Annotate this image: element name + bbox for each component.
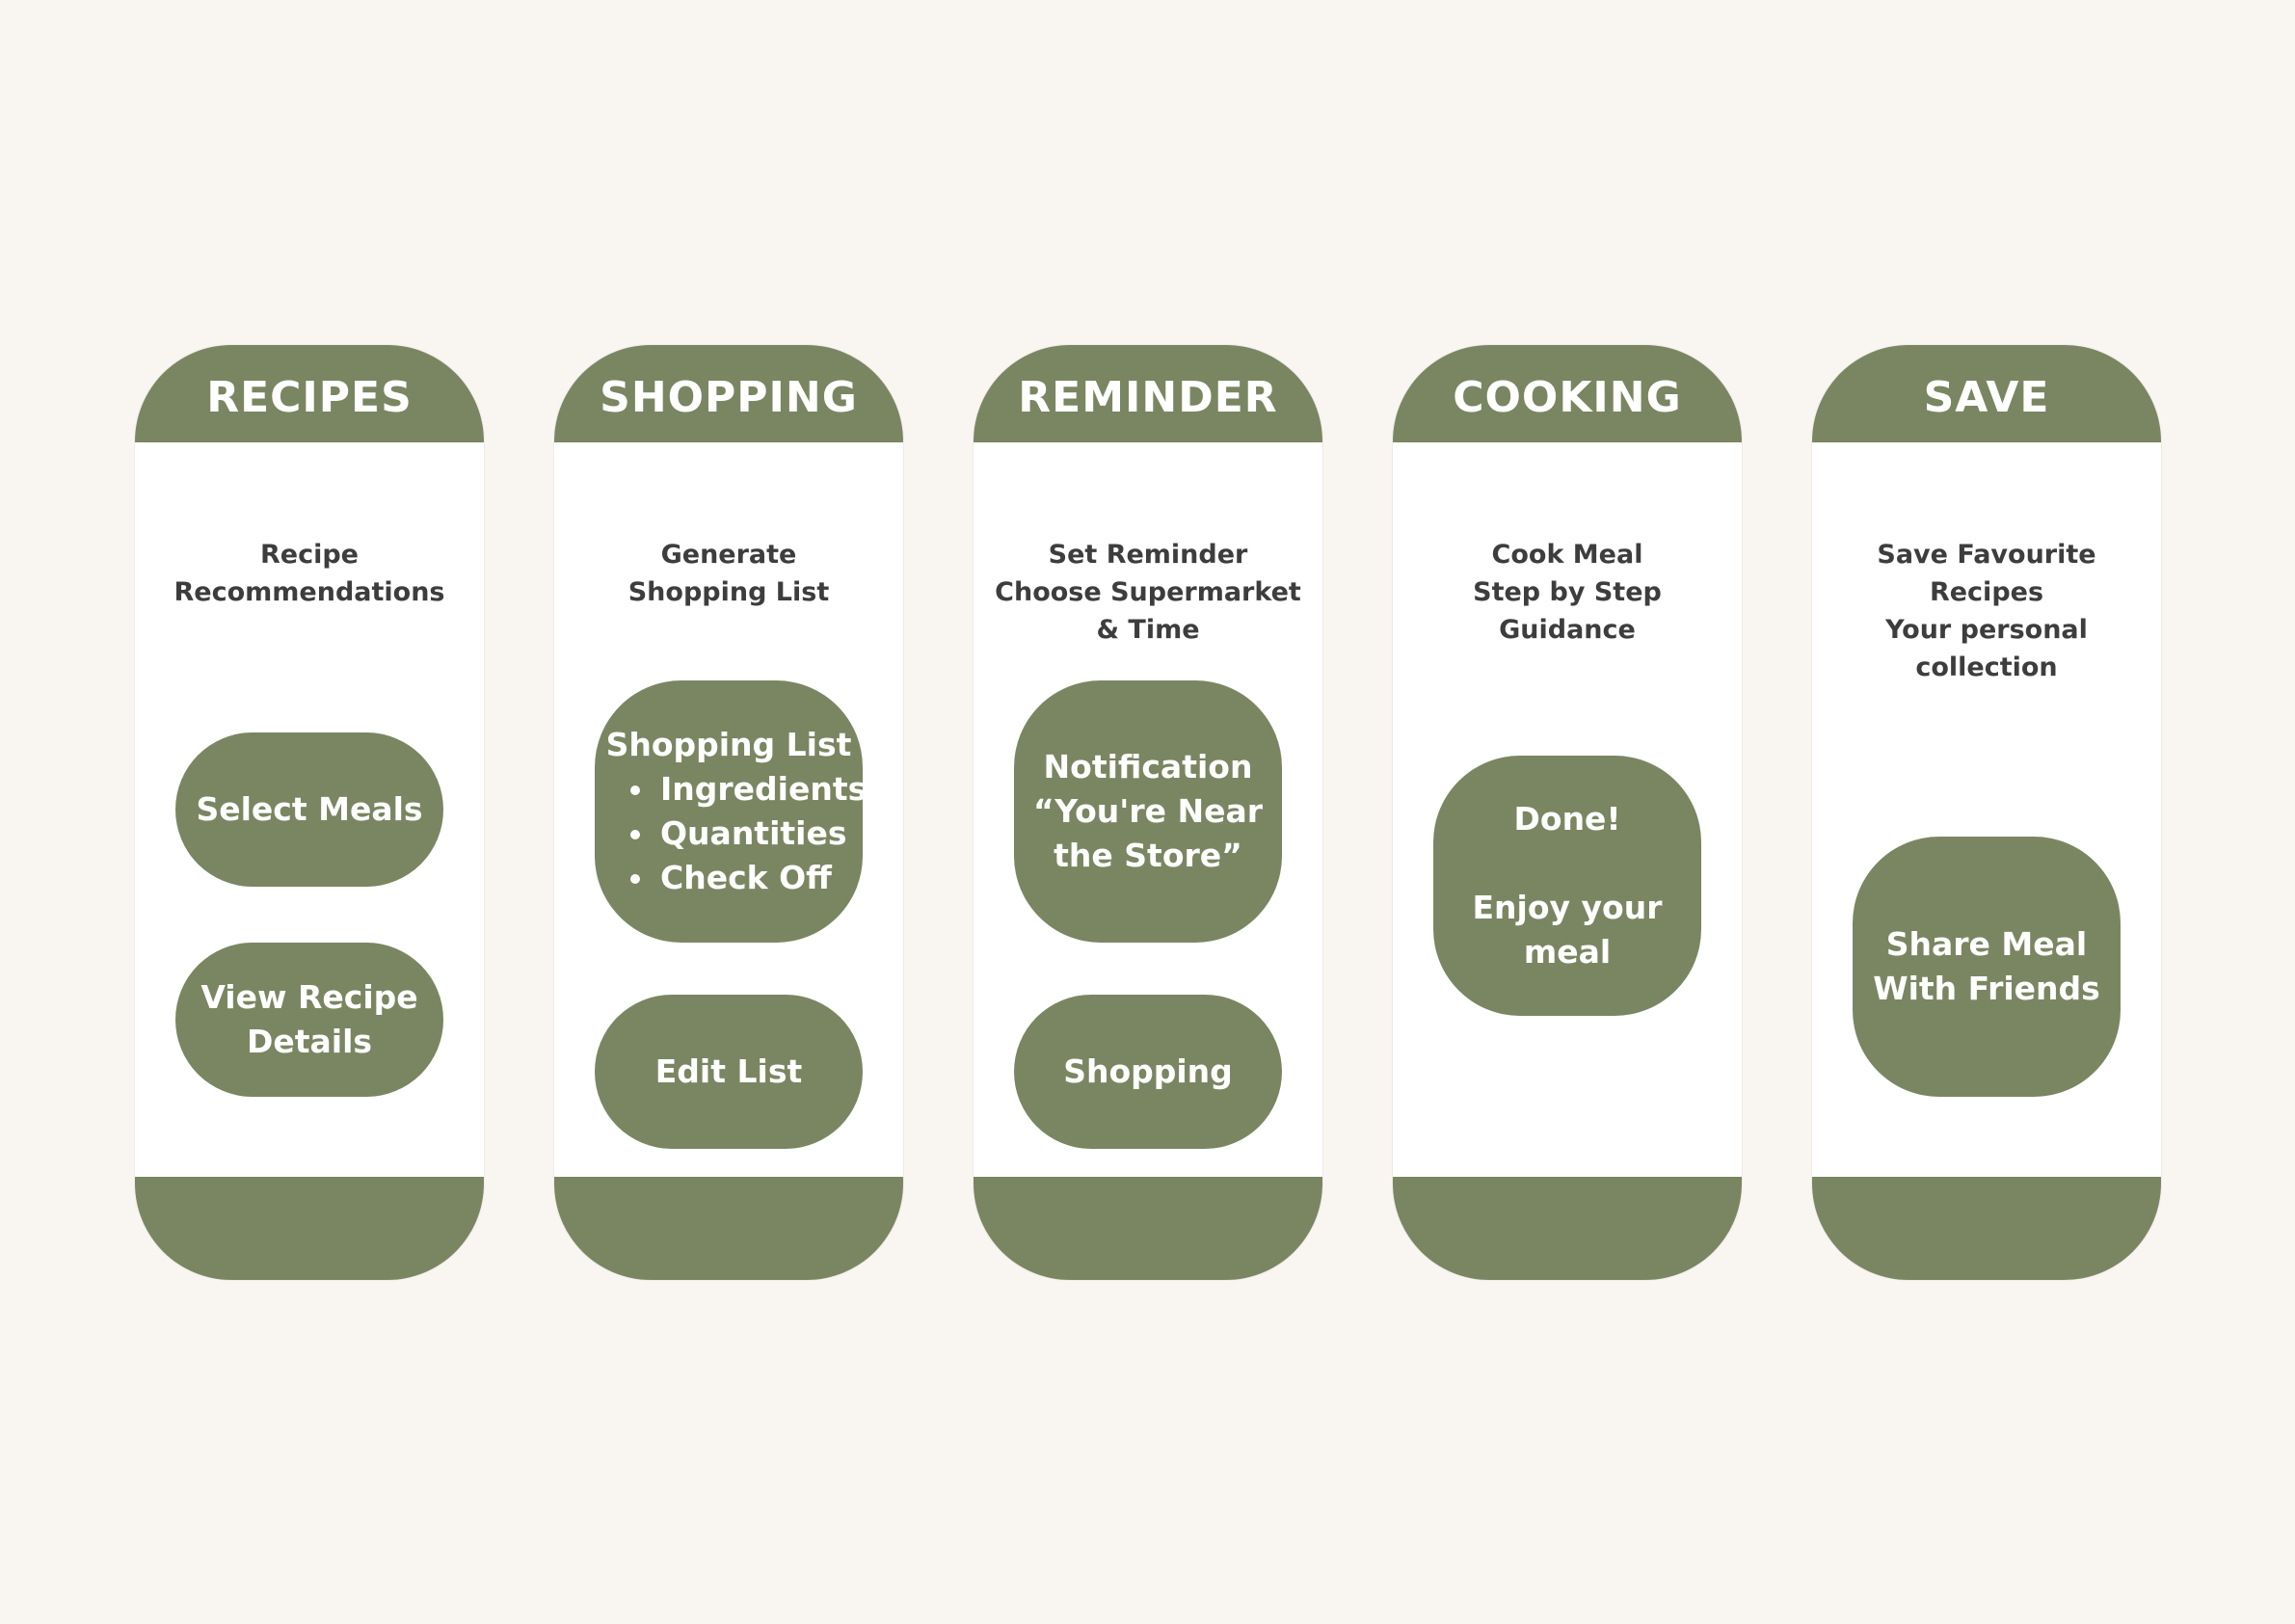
button-label: meal [1523, 933, 1612, 971]
card-footer [554, 1177, 903, 1280]
button-label: the Store” [1054, 837, 1242, 874]
button-label: Select Meals [196, 790, 423, 828]
card-title: SHOPPING [554, 345, 903, 442]
button-label: Notification [1043, 748, 1253, 785]
card-title: SAVE [1812, 345, 2161, 442]
shopping-button[interactable]: Shopping [1014, 995, 1282, 1149]
card-footer [135, 1177, 484, 1280]
card-description: Cook Meal Step by Step Guidance [1393, 536, 1742, 649]
notification-button[interactable]: Notification “You're Near the Store” [1014, 680, 1282, 943]
card-footer [974, 1177, 1322, 1280]
card-title: COOKING [1393, 345, 1742, 442]
description-line: Save Favourite [1877, 540, 2096, 570]
card-description: Generate Shopping List [554, 536, 903, 611]
description-line: Set Reminder [1048, 540, 1248, 570]
done-enjoy-meal-button[interactable]: Done! Enjoy your meal [1433, 756, 1701, 1016]
list-item: Quantities [656, 812, 867, 856]
list-item: Ingredients [656, 767, 867, 812]
description-line: Cook Meal [1491, 540, 1643, 570]
button-label: Share Meal [1885, 925, 2088, 963]
description-line: Generate [660, 540, 797, 570]
button-label: Shopping List [605, 726, 852, 763]
view-recipe-details-button[interactable]: View Recipe Details [175, 943, 443, 1097]
shopping-list-button[interactable]: Shopping List Ingredients Quantities Che… [595, 680, 867, 943]
button-label: Details [246, 1023, 373, 1060]
button-label: Enjoy your [1472, 889, 1663, 926]
button-label: Shopping [1063, 1052, 1233, 1090]
card-description: Set Reminder Choose Supermarket & Time [974, 536, 1322, 649]
shopping-list-items: Ingredients Quantities Check Off [620, 767, 867, 900]
card-save: SAVE Save Favourite Recipes Your persona… [1812, 345, 2161, 1280]
card-recipes: RECIPES Recipe Recommendations Select Me… [135, 345, 484, 1280]
button-label: Edit List [654, 1052, 803, 1090]
description-line: Guidance [1499, 615, 1636, 645]
card-title: REMINDER [974, 345, 1322, 442]
card-shopping: SHOPPING Generate Shopping List Shopping… [554, 345, 903, 1280]
card-title: RECIPES [135, 345, 484, 442]
description-line: Recipe [259, 540, 359, 570]
edit-list-button[interactable]: Edit List [595, 995, 863, 1149]
description-line: Step by Step [1473, 577, 1662, 607]
card-reminder: REMINDER Set Reminder Choose Supermarket… [974, 345, 1322, 1280]
description-line: Recommendations [173, 577, 445, 607]
button-label: “You're Near [1032, 792, 1264, 830]
description-line: & Time [1096, 615, 1200, 645]
share-meal-button[interactable]: Share Meal With Friends [1853, 837, 2121, 1097]
card-description: Recipe Recommendations [135, 536, 484, 611]
button-label: With Friends [1873, 970, 2100, 1007]
card-footer [1393, 1177, 1742, 1280]
description-line: Shopping List [627, 577, 830, 607]
card-cooking: COOKING Cook Meal Step by Step Guidance … [1393, 345, 1742, 1280]
select-meals-button[interactable]: Select Meals [175, 732, 443, 887]
card-footer [1812, 1177, 2161, 1280]
button-label: View Recipe [200, 978, 418, 1016]
description-line: Your personal [1885, 615, 2088, 645]
list-item: Check Off [656, 856, 867, 900]
card-description: Save Favourite Recipes Your personal col… [1812, 536, 2161, 686]
description-line: collection [1915, 652, 2058, 682]
description-line: Recipes [1929, 577, 2044, 607]
button-label: Done! [1513, 800, 1621, 838]
description-line: Choose Supermarket [995, 577, 1301, 607]
